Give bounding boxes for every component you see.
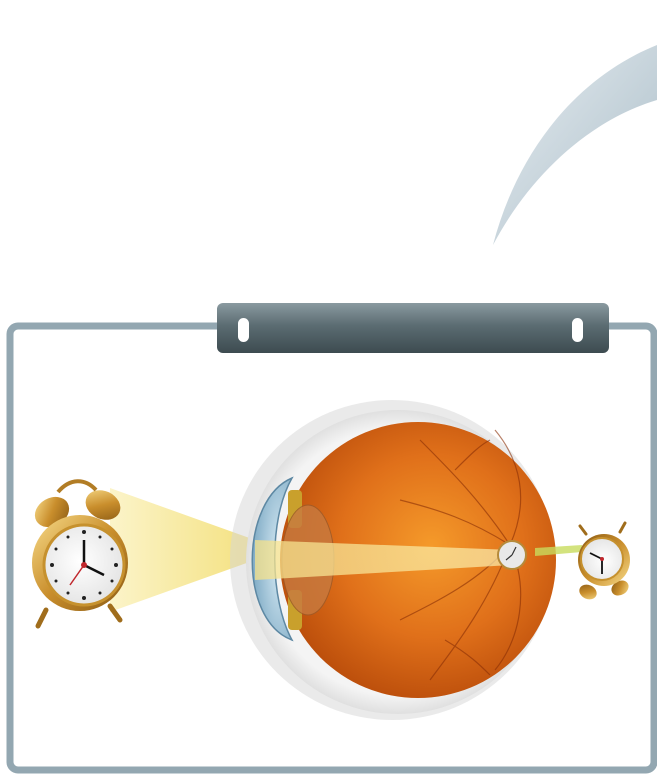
hanging-bar bbox=[217, 303, 609, 353]
decorative-curve bbox=[493, 45, 657, 245]
retinal-image bbox=[498, 541, 526, 569]
